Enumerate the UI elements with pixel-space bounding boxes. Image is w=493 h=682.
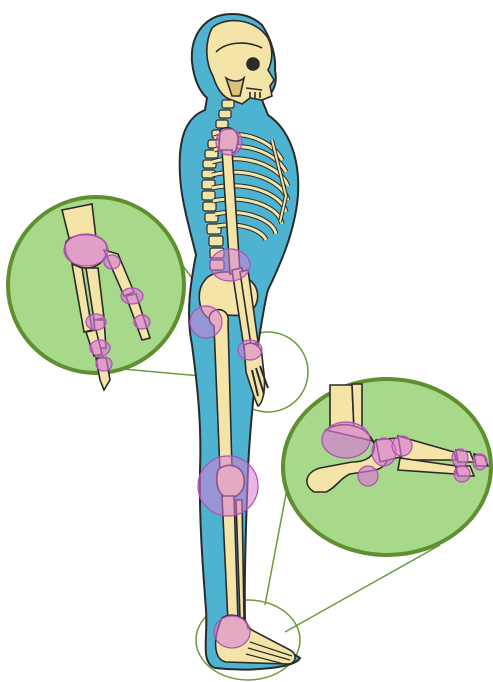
foot-inset: [283, 379, 491, 555]
shoulder-joint-highlight: [216, 129, 242, 155]
elbow-joint-highlight: [210, 249, 250, 281]
ankle-joint-highlight: [214, 616, 250, 648]
hip-joint-highlight: [190, 306, 222, 338]
wrist-joint-highlight: [238, 340, 262, 360]
hand-inset: [8, 197, 184, 390]
knee-joint-highlight: [198, 456, 258, 516]
